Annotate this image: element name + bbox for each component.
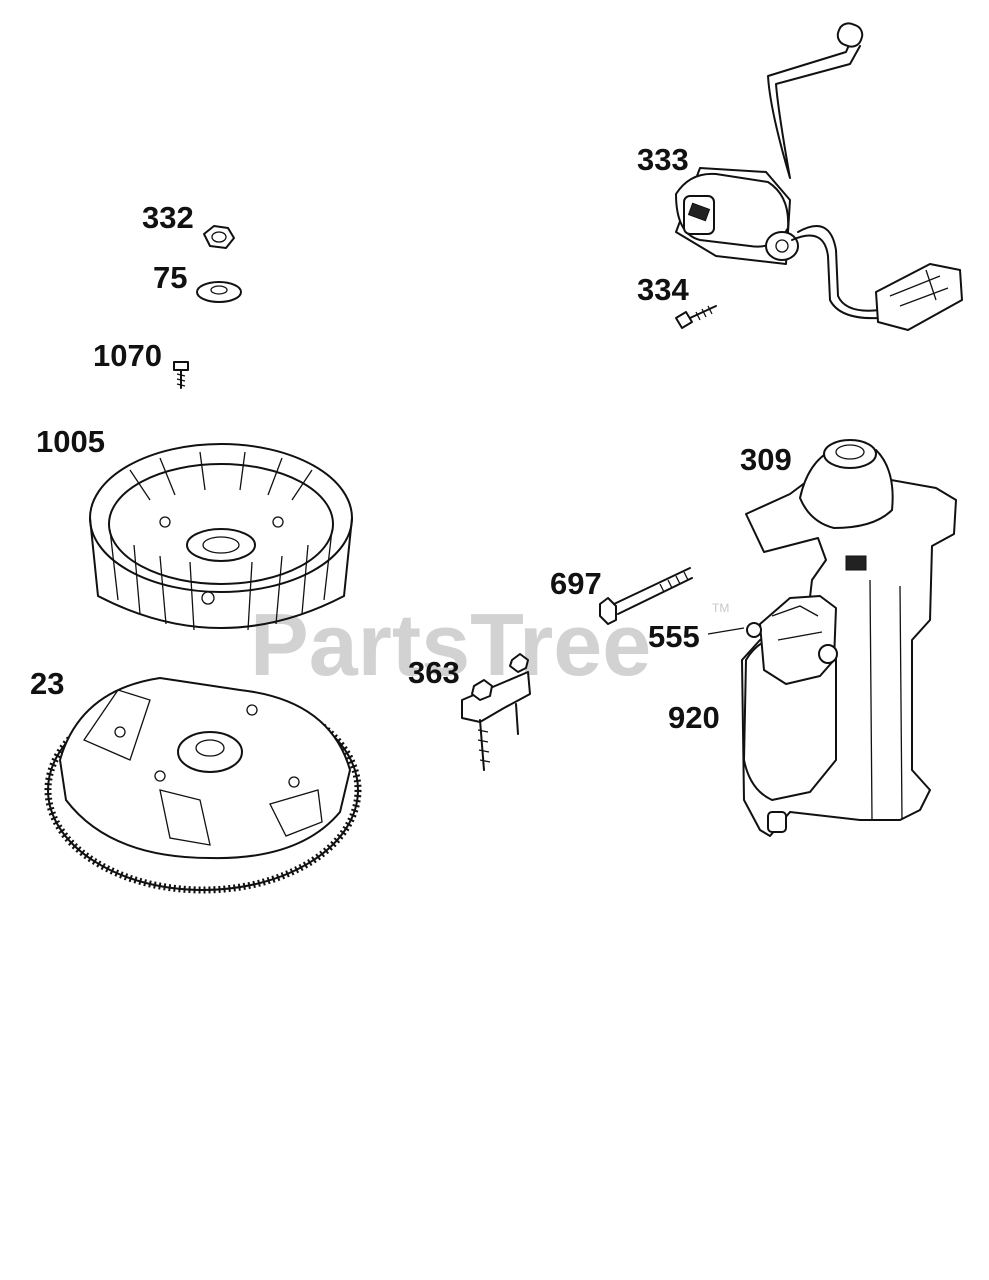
callout-333[interactable]: 333 <box>637 142 689 177</box>
callout-332[interactable]: 332 <box>142 200 194 235</box>
callout-920[interactable]: 920 <box>668 700 720 735</box>
flywheel-part[interactable] <box>44 677 362 894</box>
fan-part[interactable] <box>89 443 353 631</box>
washer-part[interactable] <box>196 281 242 303</box>
long-bolt-part[interactable] <box>599 567 693 625</box>
leader-line-555 <box>707 627 745 635</box>
callout-1070[interactable]: 1070 <box>93 338 162 373</box>
callout-334[interactable]: 334 <box>637 272 689 307</box>
callout-23[interactable]: 23 <box>30 666 64 701</box>
bracket-part[interactable] <box>461 653 531 771</box>
callout-555[interactable]: 555 <box>648 619 700 654</box>
solenoid-part[interactable] <box>675 21 963 331</box>
screw-334-part[interactable] <box>675 305 717 329</box>
small-bolt-part[interactable] <box>173 361 189 389</box>
watermark: PartsTree <box>250 595 651 694</box>
hex-nut-part[interactable] <box>203 225 235 249</box>
watermark-trademark: TM <box>712 601 729 615</box>
callout-1005[interactable]: 1005 <box>36 424 105 459</box>
callout-309[interactable]: 309 <box>740 442 792 477</box>
callout-697[interactable]: 697 <box>550 566 602 601</box>
callout-75[interactable]: 75 <box>153 260 187 295</box>
starter-motor-part[interactable] <box>741 439 957 837</box>
callout-363[interactable]: 363 <box>408 655 460 690</box>
